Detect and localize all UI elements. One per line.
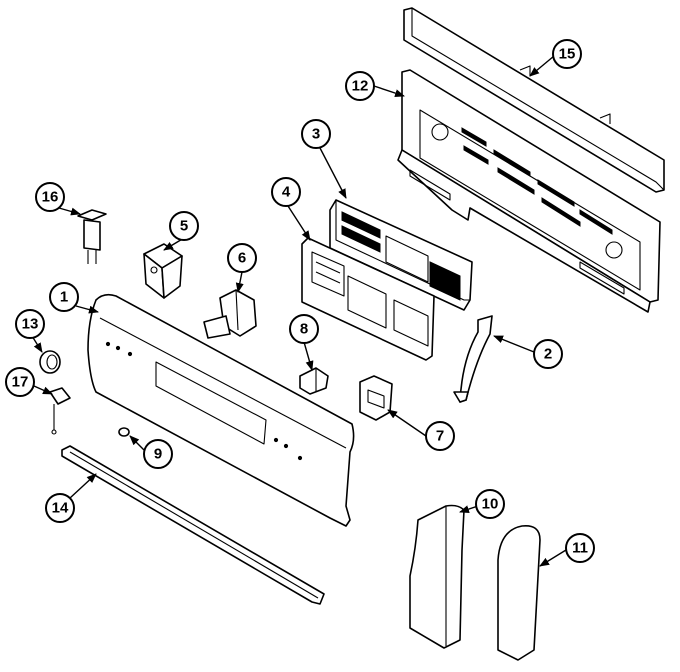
callout-label: 17: [12, 374, 29, 391]
part-14-bottom-trim: [61, 445, 325, 605]
part-1-control-panel: [87, 293, 355, 527]
part-17-sensor: [49, 387, 71, 435]
callout-6: 6: [227, 243, 257, 273]
part-10-end-cap: [409, 504, 465, 649]
callout-label: 11: [572, 540, 588, 557]
callout-15: 15: [552, 39, 582, 69]
part-2-side-bracket: [453, 315, 493, 403]
callout-3: 3: [301, 119, 331, 149]
callout-label: 5: [180, 218, 188, 235]
callout-9: 9: [143, 439, 173, 469]
callout-label: 7: [436, 428, 444, 445]
callout-2: 2: [533, 339, 563, 369]
callout-label: 15: [559, 46, 576, 63]
part-16-switch: [77, 209, 107, 264]
callout-label: 13: [22, 316, 39, 333]
callout-1: 1: [49, 282, 79, 312]
callout-label: 6: [238, 250, 246, 267]
callout-label: 4: [282, 184, 291, 201]
callout-8: 8: [289, 314, 319, 344]
callout-16: 16: [35, 182, 65, 212]
callout-label: 9: [154, 446, 162, 463]
callout-label: 10: [482, 496, 499, 513]
part-12-rear-panel: [397, 69, 661, 313]
part-8-clip: [299, 367, 329, 395]
callouts: 15 12 3 4 16 5 6 1: [5, 39, 595, 563]
callout-label: 12: [352, 78, 369, 95]
callout-label: 3: [312, 126, 320, 143]
callout-4: 4: [271, 177, 301, 207]
callout-7: 7: [425, 421, 455, 451]
callout-14: 14: [45, 493, 75, 523]
part-6-relay: [203, 289, 257, 339]
callout-label: 16: [42, 189, 59, 206]
callout-label: 8: [300, 321, 308, 338]
part-15-top-trim: [403, 7, 665, 193]
callout-label: 1: [60, 289, 68, 306]
leader-lines: [31, 55, 567, 567]
callout-11: 11: [565, 533, 595, 563]
part-11-side-trim: [497, 524, 541, 661]
callout-5: 5: [169, 211, 199, 241]
callout-13: 13: [15, 309, 45, 339]
callout-10: 10: [475, 489, 505, 519]
callout-12: 12: [345, 71, 375, 101]
part-5-switch-block: [143, 243, 183, 299]
part-7-bracket: [359, 375, 393, 421]
callout-17: 17: [5, 367, 35, 397]
part-9-screw: [118, 427, 130, 437]
callout-label: 14: [52, 500, 69, 517]
part-13-knob: [39, 350, 61, 374]
callout-label: 2: [544, 346, 552, 363]
